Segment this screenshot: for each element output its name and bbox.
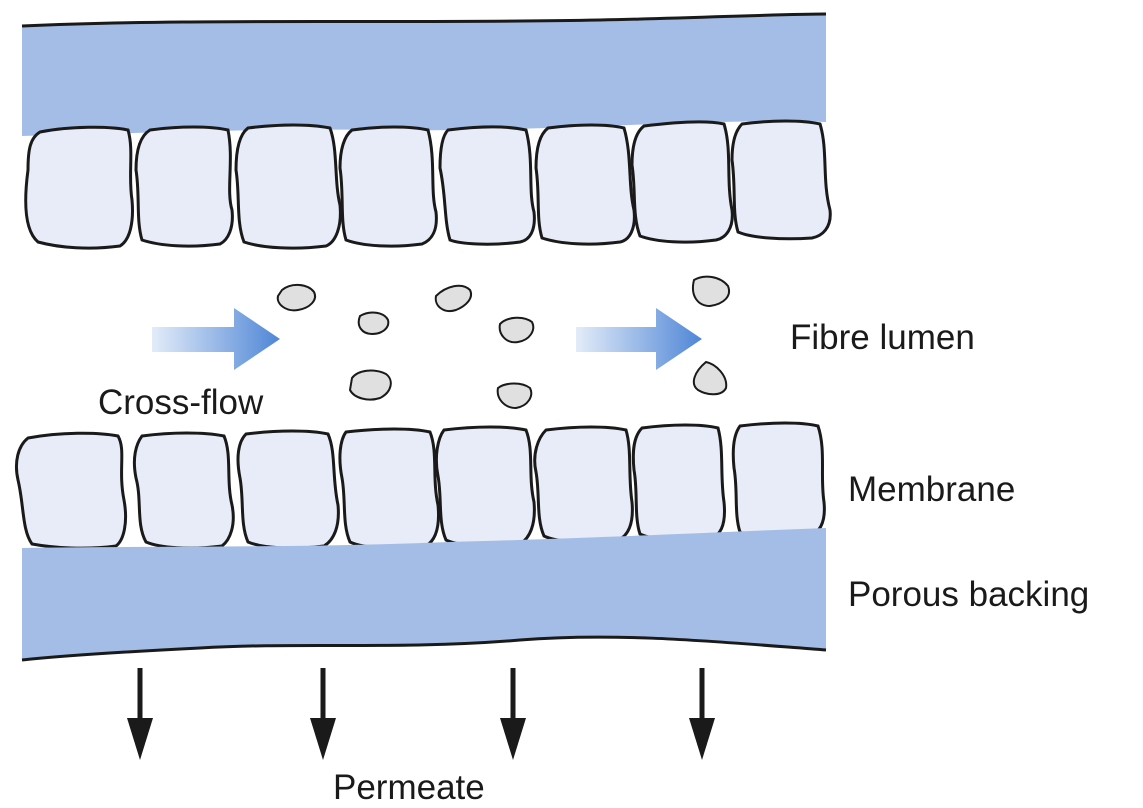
membrane-cell — [440, 127, 534, 244]
porous-backing-label: Porous backing — [848, 577, 1089, 612]
permeate-arrows — [127, 668, 715, 760]
top-membrane-cells — [26, 121, 831, 248]
membrane-cell — [632, 122, 732, 242]
membrane-cell — [26, 127, 133, 248]
down-arrow-icon — [689, 668, 715, 760]
membrane-cell — [134, 433, 233, 548]
gradient-right-arrow-icon — [152, 308, 280, 370]
bottom-porous-backing — [22, 528, 826, 660]
membrane-cell — [16, 433, 125, 548]
fibre-lumen-label: Fibre lumen — [790, 320, 975, 355]
top-porous-backing — [22, 14, 826, 136]
permeate-label: Permeate — [333, 770, 485, 805]
membrane-cell — [238, 431, 338, 548]
membrane-cell — [535, 427, 633, 542]
solute-particle — [350, 371, 391, 400]
membrane-cell — [633, 425, 724, 540]
membrane-cell — [236, 125, 340, 248]
solute-particle — [278, 285, 315, 310]
solute-particle — [436, 286, 471, 311]
down-arrow-icon — [310, 668, 336, 760]
membrane-cell — [732, 121, 830, 239]
solute-particle — [693, 277, 729, 306]
solute-particle — [500, 318, 534, 343]
down-arrow-icon — [127, 668, 153, 760]
down-arrow-icon — [500, 668, 526, 760]
membrane-cell — [733, 423, 824, 538]
membrane-label: Membrane — [848, 472, 1015, 507]
bottom-membrane-cells — [16, 423, 824, 548]
solute-particle — [694, 362, 726, 394]
membrane-cell — [536, 125, 634, 244]
solute-particle — [498, 384, 532, 409]
cross-flow-label: Cross-flow — [98, 385, 263, 420]
membrane-cell — [136, 127, 232, 246]
solute-particle — [359, 313, 389, 334]
membrane-cell — [436, 427, 534, 546]
cross-flow-arrows — [152, 308, 702, 370]
membrane-cell — [340, 127, 436, 246]
membrane-cell — [340, 429, 439, 548]
gradient-right-arrow-icon — [576, 308, 702, 370]
